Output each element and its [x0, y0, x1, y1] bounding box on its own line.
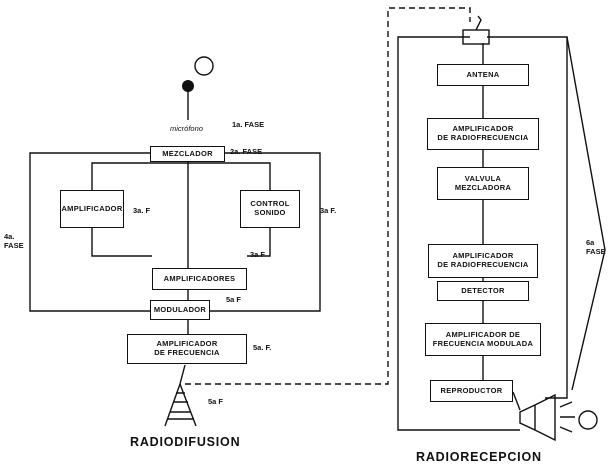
receiver-frame-right: [487, 36, 568, 399]
block-mezclador: MEZCLADOR: [150, 146, 225, 162]
phase-6-label: 6a FASE: [586, 238, 606, 256]
phase-3-amps-label: 3a F: [250, 250, 266, 259]
block-amplificadores: AMPLIFICADORES: [152, 268, 247, 290]
phase-5-amp-label: 5a. F.: [253, 343, 272, 352]
radio-antenna-icon: [475, 15, 482, 31]
block-reproductor: REPRODUCTOR: [430, 380, 513, 402]
block-detector: DETECTOR: [437, 281, 529, 301]
phase-5-mod-label: 5a F: [226, 295, 242, 304]
6a-fase-bracket: [566, 36, 606, 391]
block-amp-radiofrecuencia-1: AMPLIFICADOR DE RADIOFRECUENCIA: [427, 118, 539, 150]
speaker-person-icon: [194, 56, 214, 76]
radiodifusion-title: RADIODIFUSION: [130, 435, 241, 449]
phase-5-antenna-label: 5a F: [208, 397, 224, 406]
wire-right-loop: [210, 152, 321, 312]
microphone-icon: [182, 80, 194, 92]
phase-1-label: 1a. FASE: [232, 120, 265, 129]
loudspeaker-icon: [519, 393, 556, 442]
block-amplificador-frecuencia: AMPLIFICADOR DE FRECUENCIA: [127, 334, 247, 364]
block-amp-radiofrecuencia-2: AMPLIFICADOR DE RADIOFRECUENCIA: [428, 244, 538, 278]
block-valvula-mezcladora: VALVULA MEZCLADORA: [437, 167, 529, 200]
wire-speaker: [512, 391, 521, 411]
phase-3-right-label: 3a F.: [320, 206, 337, 215]
phase-2-label: 2a. FASE: [230, 147, 263, 156]
block-antena: ANTENA: [437, 64, 529, 86]
block-amp-frecuencia-modulada: AMPLIFICADOR DE FRECUENCIA MODULADA: [425, 323, 541, 356]
antenna-tower-icon: [164, 383, 197, 427]
block-amplificador: AMPLIFICADOR: [60, 190, 124, 228]
receiver-frame-left: [397, 36, 520, 431]
phase-3-left-label: 3a. F: [133, 206, 151, 215]
sound-waves-icon: [559, 401, 575, 433]
block-control-sonido: CONTROL SONIDO: [240, 190, 300, 228]
microphone-label: micrófono: [170, 124, 203, 133]
block-modulador: MODULADOR: [150, 300, 210, 320]
wire-top-branch: [91, 162, 271, 190]
listener-icon: [578, 410, 598, 430]
wire-4a-fase-loop: [29, 152, 150, 312]
wire-to-antenna: [179, 364, 186, 385]
wire-right-branch: [247, 228, 271, 257]
radiorecepcion-title: RADIORECEPCION: [416, 450, 542, 464]
phase-4-label: 4a. FASE: [4, 232, 24, 250]
radio-wave-link: [185, 7, 471, 385]
wire-left-branch: [91, 228, 152, 257]
